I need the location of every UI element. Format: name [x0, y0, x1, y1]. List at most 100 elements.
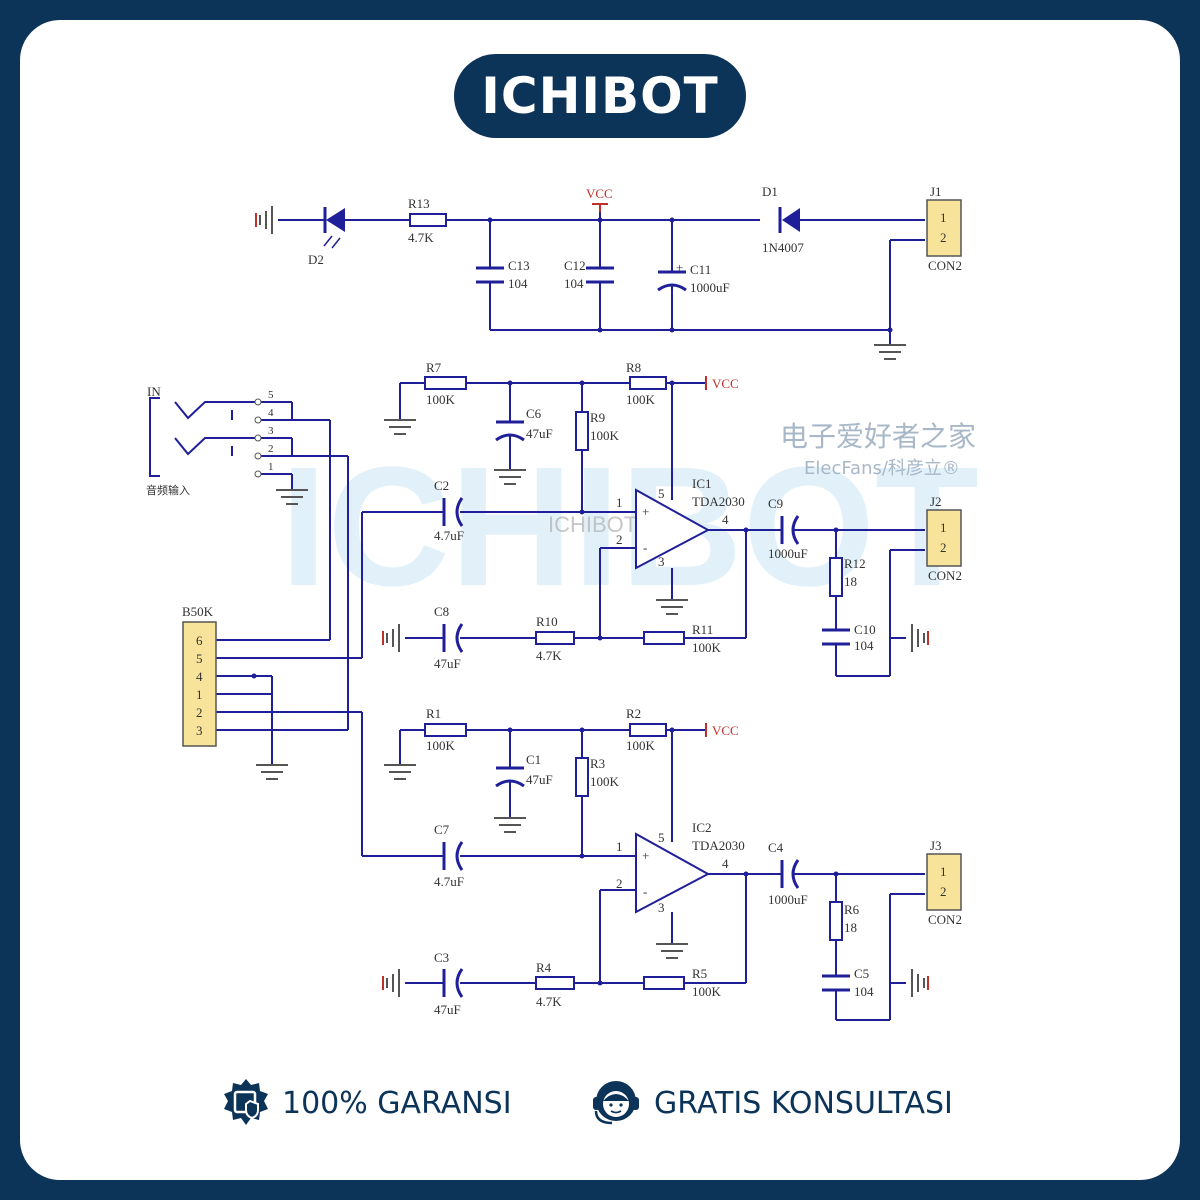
- label-jack-pin2: 2: [268, 443, 274, 455]
- ground-symbols: [256, 206, 925, 997]
- label-vcc-ch2: VCC: [712, 723, 739, 738]
- label-c10-val: 104: [854, 638, 874, 653]
- resistor-r6: [829, 901, 843, 941]
- label-jack-pin5: 5: [268, 389, 274, 401]
- label-ic1-pin4: 4: [722, 512, 729, 527]
- resistor-r4: [535, 976, 575, 990]
- brand-badge: ICHIBOT: [454, 54, 746, 138]
- ground-icon: [276, 489, 308, 505]
- label-r1: R1: [426, 706, 441, 721]
- ground-icon: [656, 599, 688, 615]
- label-r2-val: 100K: [626, 738, 656, 753]
- brand-name: ICHIBOT: [481, 67, 719, 125]
- capacitors: [442, 266, 850, 998]
- label-j1-pin2: 2: [940, 230, 947, 245]
- junction-dots: [251, 217, 893, 986]
- label-r8: R8: [626, 360, 641, 375]
- label-j1-pin1: 1: [940, 210, 947, 225]
- consultation-badge: GRATIS KONSULTASI: [588, 1078, 953, 1128]
- label-j3-pin1: 1: [940, 864, 947, 879]
- ground-accents: [255, 213, 929, 990]
- ground-icon: [384, 419, 416, 435]
- resistor-r10: [535, 631, 575, 645]
- capacitor-c3: [442, 968, 464, 998]
- warranty-badge: 100% GARANSI: [220, 1078, 512, 1128]
- label-ic1-pin3: 3: [658, 554, 665, 569]
- watermark-en: ElecFans/科彦立®: [804, 458, 960, 479]
- label-r11: R11: [692, 622, 713, 637]
- label-jack-pin3: 3: [268, 425, 274, 437]
- capacitor-c6: [495, 420, 525, 442]
- label-j2-type: CON2: [928, 568, 962, 583]
- label-ic2-plus: +: [642, 848, 649, 863]
- capacitor-c5: [822, 974, 850, 992]
- warranty-icon: [224, 1079, 268, 1125]
- ground-icon: [911, 624, 925, 652]
- label-c6-val: 47uF: [526, 426, 553, 441]
- label-ic2-pin1: 1: [616, 839, 623, 854]
- label-r9: R9: [590, 410, 605, 425]
- capacitor-c9: [780, 515, 800, 545]
- resistor-r12: [829, 557, 843, 597]
- resistor-r8: [629, 376, 667, 390]
- capacitor-c7: [442, 841, 464, 871]
- label-d1: D1: [762, 184, 778, 199]
- label-c13: C13: [508, 258, 530, 273]
- label-c5: C5: [854, 966, 869, 981]
- capacitor-c12: [586, 266, 614, 284]
- label-c9: C9: [768, 496, 783, 511]
- connectors: [182, 199, 962, 911]
- watermark-cn: 电子爱好者之家: [780, 420, 976, 453]
- potentiometer-b50k: [182, 621, 217, 747]
- label-c13-val: 104: [508, 276, 528, 291]
- label-r13: R13: [408, 196, 430, 211]
- watermark-small: ICHIBOT: [548, 512, 637, 537]
- ground-icon: [386, 624, 400, 652]
- label-r3-val: 100K: [590, 774, 620, 789]
- label-d1-val: 1N4007: [762, 240, 804, 255]
- label-r12: R12: [844, 556, 866, 571]
- ground-icon: [494, 817, 526, 833]
- label-jack-pin4: 4: [268, 407, 274, 419]
- labels: VCC D2 R13 4.7K C13 104 C12 104 C11 1000…: [146, 184, 962, 1017]
- label-r10-val: 4.7K: [536, 648, 562, 663]
- label-r13-val: 4.7K: [408, 230, 434, 245]
- diode-d2: [323, 207, 345, 249]
- headset-support-icon: [593, 1081, 639, 1125]
- label-r5-val: 100K: [692, 984, 722, 999]
- label-r1-val: 100K: [426, 738, 456, 753]
- label-r6: R6: [844, 902, 860, 917]
- label-r2: R2: [626, 706, 641, 721]
- label-c2: C2: [434, 478, 449, 493]
- label-ic2-val: TDA2030: [692, 838, 745, 853]
- label-pot: B50K: [182, 604, 214, 619]
- label-c5-val: 104: [854, 984, 874, 999]
- label-r3: R3: [590, 756, 605, 771]
- ground-icon: [384, 764, 416, 780]
- label-r11-val: 100K: [692, 640, 722, 655]
- label-ic1-minus: -: [643, 540, 647, 555]
- label-pot-pin2: 2: [196, 705, 203, 720]
- label-r6-val: 18: [844, 920, 857, 935]
- label-pot-pin5: 5: [196, 651, 203, 666]
- resistor-r1: [424, 723, 467, 737]
- label-c12-val: 104: [564, 276, 584, 291]
- label-r4: R4: [536, 960, 552, 975]
- label-c8-val: 47uF: [434, 656, 461, 671]
- label-c11-val: 1000uF: [690, 280, 730, 295]
- connector-j3: [926, 853, 962, 911]
- label-ic1-plus: +: [642, 504, 649, 519]
- label-j2-pin2: 2: [940, 540, 947, 555]
- label-c10: C10: [854, 622, 876, 637]
- label-ic2-pin2: 2: [616, 876, 623, 891]
- label-r7: R7: [426, 360, 442, 375]
- label-c1: C1: [526, 752, 541, 767]
- vcc-arrows: [592, 203, 707, 737]
- label-pot-pin4: 4: [196, 669, 203, 684]
- label-pot-pin6: 6: [196, 633, 203, 648]
- label-ic1: IC1: [692, 476, 712, 491]
- watermark-large: ICHIBOT: [280, 432, 979, 622]
- label-c8: C8: [434, 604, 449, 619]
- label-r10: R10: [536, 614, 558, 629]
- warranty-text: 100% GARANSI: [282, 1085, 512, 1121]
